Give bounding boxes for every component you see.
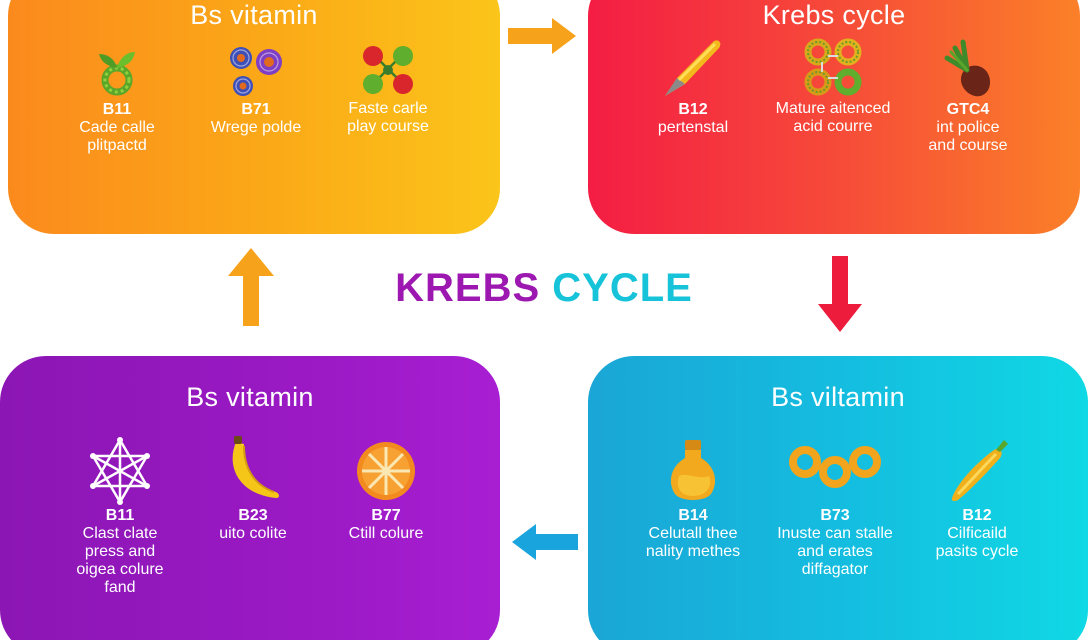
arrow-left-icon xyxy=(512,524,578,560)
sprout-wreath-icon xyxy=(99,52,135,96)
vitamin-code: B12 xyxy=(678,101,708,118)
panel-title: Bs viltamin xyxy=(771,382,905,412)
vitamin-item: B12 Cilficaild pasits cycle xyxy=(902,436,1052,561)
vitamin-item: Mature aitenced acid courre xyxy=(758,36,908,136)
vitamin-desc-line: Cade calle xyxy=(79,119,155,136)
vitamin-code: B11 xyxy=(105,507,135,524)
vitamin-item: B14 Celutall thee nality methes xyxy=(618,436,768,561)
vitamin-desc-line: oigea colure xyxy=(76,561,164,578)
vitamin-desc-line: Ctill colure xyxy=(348,525,424,542)
vitamin-desc-line: plitpactd xyxy=(87,137,147,154)
molecule-fruits-icon xyxy=(363,46,413,94)
banana-icon xyxy=(232,436,279,498)
vitamin-item: B11 Cade calle plitpactd xyxy=(42,40,192,155)
vitamin-desc-line: Celutall thee xyxy=(648,525,738,542)
vitamin-desc-line: int police xyxy=(936,119,1000,136)
flowers-icon xyxy=(230,47,282,96)
vitamin-desc-line: uito colite xyxy=(219,525,287,542)
vitamin-item: B23 uito colite xyxy=(178,436,328,543)
pepper-icon xyxy=(951,440,1008,502)
vitamin-desc-line: Mature aitenced xyxy=(775,100,891,117)
vitamin-desc-line: and erates xyxy=(797,543,873,560)
panel-title: Bs vitamin xyxy=(186,382,314,412)
star-network-icon xyxy=(90,437,150,505)
vitamin-code: B12 xyxy=(962,507,992,524)
vitamin-desc-line: Cilficaild xyxy=(947,525,1007,542)
ring-cluster-icon xyxy=(804,38,862,96)
title-part-cycle: CYCLE xyxy=(552,266,693,310)
vitamin-item: B12 pertenstal xyxy=(618,36,768,137)
vitamin-desc-line: nality methes xyxy=(645,543,741,560)
vitamin-code: B73 xyxy=(820,507,850,524)
vitamin-code: B77 xyxy=(371,507,401,524)
vitamin-desc-line: pertenstal xyxy=(657,119,729,136)
arrow-up-icon xyxy=(228,248,274,326)
vitamin-desc-line: acid courre xyxy=(793,118,873,135)
linked-rings-icon xyxy=(789,446,881,488)
vitamin-desc-line: Wrege polde xyxy=(210,119,302,136)
vitamin-code: B14 xyxy=(678,507,708,524)
vitamin-code: B71 xyxy=(241,101,271,118)
vitamin-desc-line: Clast clate xyxy=(82,525,158,542)
vitamin-item: GTC4 int police and course xyxy=(893,36,1043,155)
panel-top-left: Bs vitamin B11 Cade calle plitpactd B71 xyxy=(8,0,500,234)
vitamin-code: GTC4 xyxy=(946,101,990,118)
panel-title: Krebs cycle xyxy=(762,0,906,30)
flask-icon xyxy=(670,440,716,500)
orange-slice-icon xyxy=(357,442,415,500)
diagram-title: KREBS CYCLE xyxy=(0,266,1088,311)
vitamin-item: B77 Ctill colure xyxy=(311,436,461,543)
pen-icon xyxy=(665,40,721,96)
panel-bottom-right: Bs viltamin B14 Celutall thee nality met… xyxy=(588,356,1088,640)
panel-title: Bs vitamin xyxy=(190,0,318,30)
vitamin-item: B73 Inuste can stalle and erates diffaga… xyxy=(760,436,910,579)
vitamin-desc-line: and course xyxy=(928,137,1008,154)
title-part-krebs: KREBS xyxy=(395,266,541,310)
vitamin-item: B11 Clast clate press and oigea colure f… xyxy=(45,436,195,597)
vitamin-code: B11 xyxy=(102,101,132,118)
vitamin-desc-line: play course xyxy=(347,118,429,135)
panel-bottom-left: Bs vitamin B11 Clast clate press and xyxy=(0,356,500,640)
root-vegetable-icon xyxy=(944,39,991,97)
vitamin-desc-line: pasits cycle xyxy=(935,543,1019,560)
vitamin-desc-line: press and xyxy=(84,543,156,560)
vitamin-desc-line: fand xyxy=(104,579,136,596)
vitamin-item: B71 Wrege polde xyxy=(181,40,331,137)
vitamin-code: B23 xyxy=(238,507,268,524)
panel-top-right: Krebs cycle B12 pertenstal xyxy=(588,0,1080,234)
vitamin-item: Faste carle play course xyxy=(313,40,463,136)
vitamin-desc-line: Faste carle xyxy=(348,100,428,117)
arrow-down-icon xyxy=(818,256,862,332)
vitamin-desc-line: Inuste can stalle xyxy=(777,525,893,542)
arrow-right-icon xyxy=(508,18,576,54)
vitamin-desc-line: diffagator xyxy=(801,561,869,578)
